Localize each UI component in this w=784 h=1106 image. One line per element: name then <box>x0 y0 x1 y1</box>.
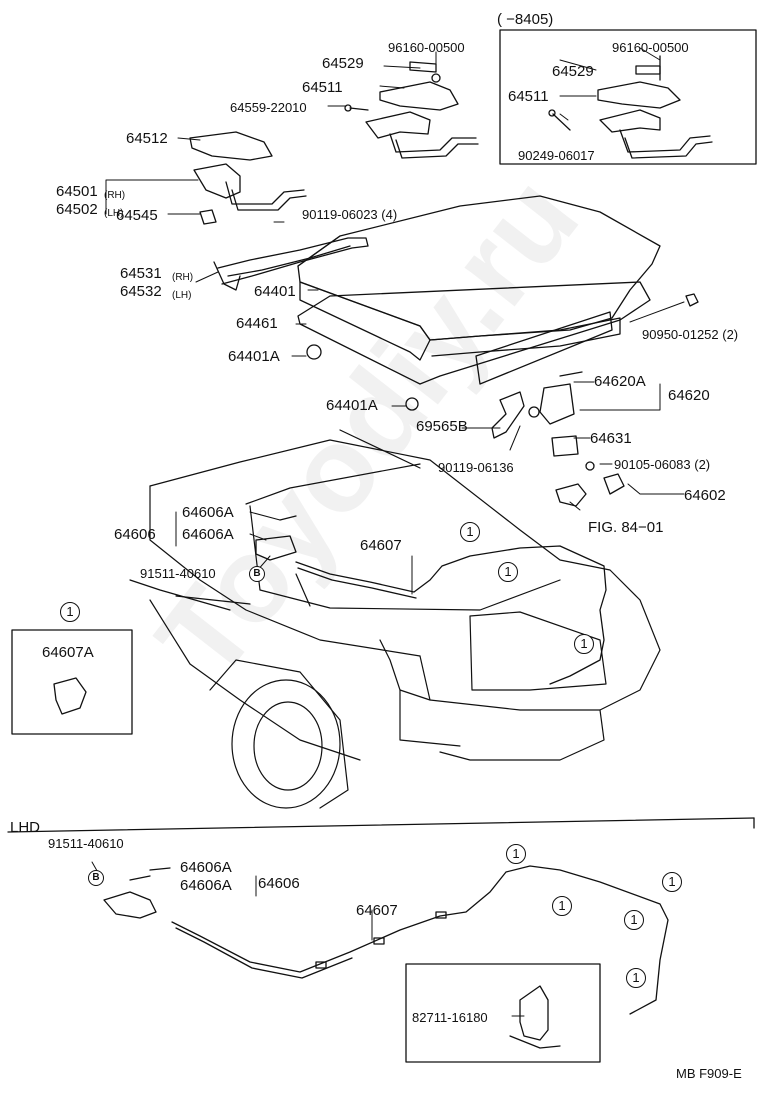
label-64401A-lower: 64401A <box>326 397 378 414</box>
label-90119-06023: 90119-06023 (4) <box>302 207 398 222</box>
release-cable <box>295 545 607 685</box>
label-64461: 64461 <box>236 315 278 332</box>
label-64606: 64606 <box>114 526 156 543</box>
label-64559-22010: 64559-22010 <box>230 100 307 115</box>
label-64631: 64631 <box>590 430 632 447</box>
label-64545: 64545 <box>116 207 158 224</box>
label-64531: 64531 <box>120 265 162 282</box>
label-inset-96160-00500: 96160-00500 <box>612 40 689 55</box>
label-90119-06136: 90119-06136 <box>438 460 514 475</box>
section-lhd: LHD <box>10 819 41 836</box>
inset-date-range: ( −8405) <box>497 11 554 28</box>
label-inset-90249-06017: 90249-06017 <box>518 148 595 163</box>
label-64529: 64529 <box>322 55 364 72</box>
label-64401A-upper: 64401A <box>228 348 280 365</box>
label-lhd-91511-40610: 91511-40610 <box>48 836 124 851</box>
label-69565B: 69565B <box>416 418 468 435</box>
label-64606A-lower: 64606A <box>182 526 234 543</box>
label-90950-01252: 90950-01252 (2) <box>642 327 739 342</box>
marker-1-lhd-d: 1 <box>624 910 644 930</box>
label-64602: 64602 <box>684 487 726 504</box>
label-64502-side: (LH) <box>104 208 124 219</box>
label-64512: 64512 <box>126 130 168 147</box>
marker-1-inset: 1 <box>60 602 80 622</box>
label-96160-00500: 96160-00500 <box>388 40 465 55</box>
badge-b-lhd: B <box>88 870 104 886</box>
refer-fig-text: FIG. 84−01 <box>588 519 664 536</box>
marker-1-cable-b: 1 <box>498 562 518 582</box>
inset-frame <box>499 29 757 165</box>
label-lhd-64607: 64607 <box>356 902 398 919</box>
label-64606A-upper: 64606A <box>182 504 234 521</box>
inset-hinge <box>548 55 713 159</box>
label-64501: 64501 <box>56 183 98 200</box>
label-64620A: 64620A <box>594 373 646 390</box>
badge-b: B <box>249 566 265 582</box>
label-91511-40610: 91511-40610 <box>140 566 216 581</box>
label-inset-64511: 64511 <box>508 88 549 105</box>
label-64401: 64401 <box>254 283 296 300</box>
label-64501-side: (RH) <box>104 190 126 201</box>
leader-lines <box>91 47 685 1017</box>
label-lhd-64606: 64606 <box>258 875 300 892</box>
inset-frame-82711 <box>405 963 601 1063</box>
label-64511: 64511 <box>302 79 343 96</box>
lhd-divider <box>7 817 755 833</box>
label-64531-side: (RH) <box>172 272 194 283</box>
hinge-64511 <box>344 61 479 159</box>
label-64607A: 64607A <box>42 644 94 661</box>
label-lhd-64606A-upper: 64606A <box>180 859 232 876</box>
marker-1-cable-a: 1 <box>460 522 480 542</box>
label-64532-side: (LH) <box>172 290 192 301</box>
marker-1-cable-c: 1 <box>574 634 594 654</box>
label-64532: 64532 <box>120 283 162 300</box>
label-90105-06083: 90105-06083 (2) <box>614 457 711 472</box>
label-inset-64529: 64529 <box>552 63 594 80</box>
figure-code: MB F909-E <box>676 1066 742 1081</box>
trunk-lid <box>297 195 661 385</box>
label-82711-16180: 82711-16180 <box>412 1010 488 1025</box>
inset-frame-64607A <box>11 629 133 735</box>
label-64620: 64620 <box>668 387 710 404</box>
marker-1-lhd-e: 1 <box>626 968 646 988</box>
latch <box>491 371 625 507</box>
car-body <box>129 429 661 809</box>
torsion-rod <box>217 237 369 285</box>
label-64607: 64607 <box>360 537 402 554</box>
marker-1-lhd-c: 1 <box>662 872 682 892</box>
label-lhd-64606A-lower: 64606A <box>180 877 232 894</box>
marker-1-lhd-a: 1 <box>506 844 526 864</box>
lhd-cable <box>103 865 669 1015</box>
label-64502: 64502 <box>56 201 98 218</box>
hinge-64501 <box>189 131 307 225</box>
marker-1-lhd-b: 1 <box>552 896 572 916</box>
